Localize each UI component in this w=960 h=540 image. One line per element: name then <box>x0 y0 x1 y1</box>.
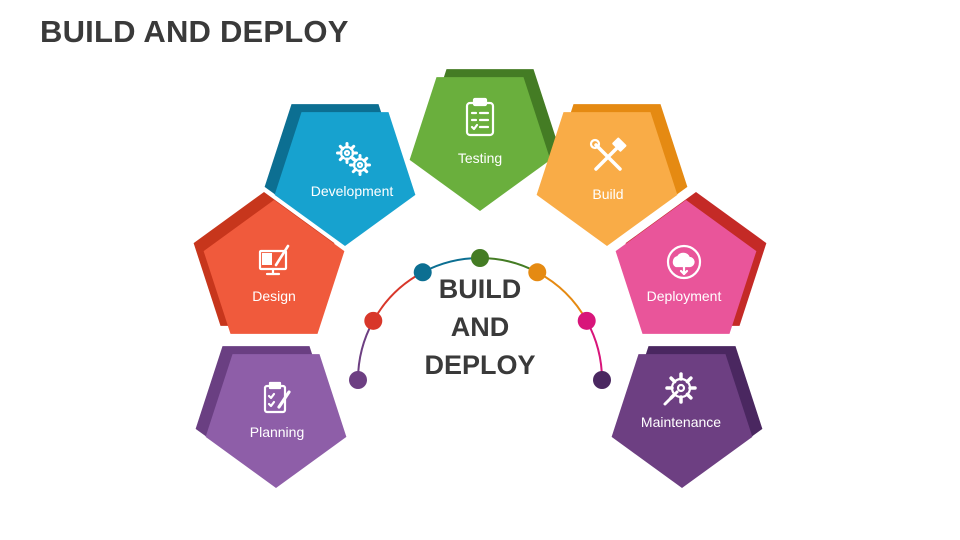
stage-label: Deployment <box>647 288 722 304</box>
center-line-2: AND <box>451 312 510 342</box>
stage-testing: Testing <box>409 69 561 211</box>
tools-icon <box>591 139 625 169</box>
arc-segment <box>357 320 375 381</box>
stage-design: Design <box>193 192 345 334</box>
stage-label: Planning <box>250 424 305 440</box>
stage-maintenance: Maintenance <box>611 346 763 488</box>
arc-dot <box>471 249 489 267</box>
arc-dot <box>349 371 367 389</box>
timeline-arc <box>349 249 611 389</box>
stage-label: Design <box>252 288 296 304</box>
stage-label: Testing <box>458 150 502 166</box>
checklist-icon <box>467 99 493 135</box>
arc-segment <box>372 271 424 322</box>
monitor-design-icon <box>260 246 288 274</box>
center-line-1: BUILD <box>439 274 522 304</box>
stage-label: Development <box>311 183 394 199</box>
stage-pentagon <box>203 200 345 334</box>
stage-label: Build <box>592 186 623 202</box>
stage-pentagon <box>274 112 416 246</box>
stage-pentagon <box>205 354 347 488</box>
arc-dot <box>593 371 611 389</box>
stage-development: Development <box>264 104 416 246</box>
arc-dot <box>413 263 432 282</box>
cloud-cycle-icon <box>668 246 700 278</box>
center-line-3: DEPLOY <box>424 350 535 380</box>
stage-pentagon <box>536 112 678 246</box>
arc-segment <box>536 271 588 322</box>
stage-pentagons: Planning Design Development TestingBuildDep… <box>193 69 767 488</box>
center-title: BUILD AND DEPLOY <box>424 274 535 380</box>
stage-build: Build <box>536 104 688 246</box>
arc-dot <box>364 311 383 330</box>
arc-dot <box>577 311 596 330</box>
stage-deployment: Deployment <box>615 192 767 334</box>
slide-title: BUILD AND DEPLOY <box>40 14 349 49</box>
arc-dot <box>528 263 547 282</box>
stage-label: Maintenance <box>641 414 721 430</box>
clipboard-pen-icon <box>265 383 289 412</box>
stage-planning: Planning <box>195 346 347 488</box>
stage-pentagon <box>611 354 753 488</box>
gears-icon <box>338 144 370 175</box>
gear-wrench-icon <box>665 374 695 404</box>
arc-segment <box>585 320 603 381</box>
stage-pentagon <box>409 77 551 211</box>
